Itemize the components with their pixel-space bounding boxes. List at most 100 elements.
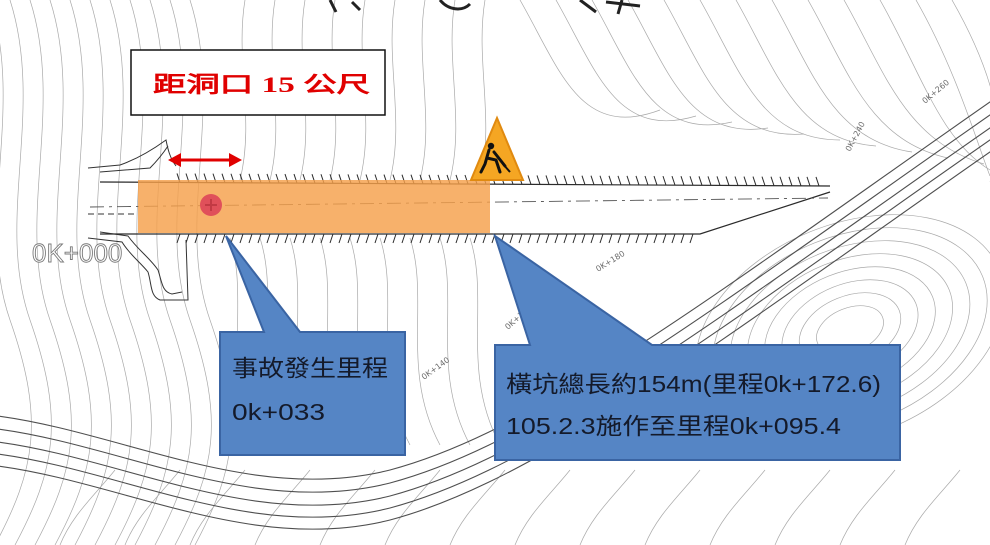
chainage-label-k180: 0K+180 (594, 249, 626, 274)
support-tick (509, 233, 514, 244)
support-tick (599, 233, 604, 244)
contour-line (419, 0, 427, 181)
support-tick (608, 175, 613, 185)
accident-callout-line2: 0k+033 (232, 399, 325, 425)
support-tick (662, 233, 667, 244)
support-tick (608, 233, 613, 244)
contour-line (951, 0, 990, 182)
support-tick (536, 233, 541, 244)
support-tick (320, 233, 325, 244)
contour-line (449, 469, 506, 545)
contour-line (709, 469, 766, 545)
support-tick (392, 233, 397, 244)
support-tick (743, 176, 748, 186)
support-tick (239, 233, 244, 244)
support-tick (770, 176, 775, 186)
support-tick (662, 175, 667, 186)
support-tick (635, 233, 640, 244)
support-tick (680, 233, 685, 244)
support-tick (437, 233, 442, 244)
support-tick (563, 175, 568, 185)
support-tick (212, 233, 217, 244)
support-tick (617, 233, 622, 244)
contour-line (469, 237, 501, 446)
support-tick (653, 233, 658, 244)
contour-line (699, 0, 841, 141)
support-tick (194, 233, 199, 244)
support-tick (797, 176, 802, 186)
collapse-zone-highlight (138, 180, 490, 233)
contour-line (449, 0, 457, 181)
support-tick (707, 176, 712, 186)
chainage-label-k260: 0K+260 (921, 78, 952, 106)
highway-alignment (0, 101, 990, 530)
support-tick (266, 233, 271, 244)
contour-line (409, 237, 441, 446)
support-tick (671, 175, 676, 186)
contour-line (59, 469, 116, 545)
support-tick (536, 175, 541, 185)
contour-line (389, 0, 397, 181)
contour-line (555, 0, 697, 122)
contour-line (9, 0, 52, 545)
support-tick (653, 175, 658, 186)
chainage-label-k140: 0K+140 (420, 355, 451, 381)
tunnel-centerline (89, 197, 829, 208)
support-tick (626, 233, 631, 244)
support-tick (545, 233, 550, 244)
support-tick (185, 233, 190, 244)
support-tick (455, 233, 460, 244)
support-tick (671, 233, 676, 244)
tunnel-lower-wall (100, 191, 831, 235)
contour-line (591, 0, 733, 126)
contour-line (514, 469, 571, 545)
support-tick (788, 176, 793, 186)
chainage-label-portal: 0K+000 (32, 238, 122, 268)
contour-line (627, 0, 769, 130)
support-tick (752, 176, 757, 186)
contour-line (0, 43, 32, 537)
support-tick (581, 233, 586, 244)
support-tick (734, 176, 739, 186)
contour-line (124, 469, 181, 545)
support-tick (311, 233, 316, 244)
support-tick (365, 233, 370, 244)
support-tick (203, 233, 208, 244)
support-tick (815, 176, 820, 187)
contour-line (839, 469, 896, 545)
support-tick (626, 175, 631, 186)
contour-line (904, 469, 961, 545)
support-tick (446, 233, 451, 244)
support-tick (275, 233, 280, 244)
support-tick (473, 233, 478, 244)
support-tick (581, 175, 586, 185)
support-tick (248, 233, 253, 244)
support-tick (419, 233, 424, 244)
support-tick (356, 233, 361, 244)
double-headed-arrow-icon (168, 153, 242, 167)
distance-note-box: 距洞口 15 公尺 (130, 49, 386, 116)
contour-line (915, 0, 990, 177)
support-tick (725, 176, 730, 186)
support-tick (347, 233, 352, 244)
support-tick (554, 175, 559, 185)
contour-line (879, 0, 990, 171)
support-tick (518, 233, 523, 244)
support-tick (644, 233, 649, 244)
support-tick (689, 176, 694, 186)
support-tick (680, 176, 685, 186)
contour-line (29, 0, 72, 545)
support-tick (410, 233, 415, 244)
support-tick (374, 233, 379, 244)
support-tick (329, 233, 334, 244)
support-tick (590, 233, 595, 244)
contour-line (49, 0, 92, 545)
contour-line (579, 469, 636, 545)
support-tick (302, 233, 307, 244)
accident-callout-line1: 事故發生里程 (232, 355, 388, 381)
support-tick (554, 233, 559, 244)
support-tick (572, 233, 577, 244)
support-tick (617, 175, 622, 186)
accident-chainage-callout: 事故發生里程 0k+033 (219, 235, 406, 456)
contour-line (254, 469, 311, 545)
